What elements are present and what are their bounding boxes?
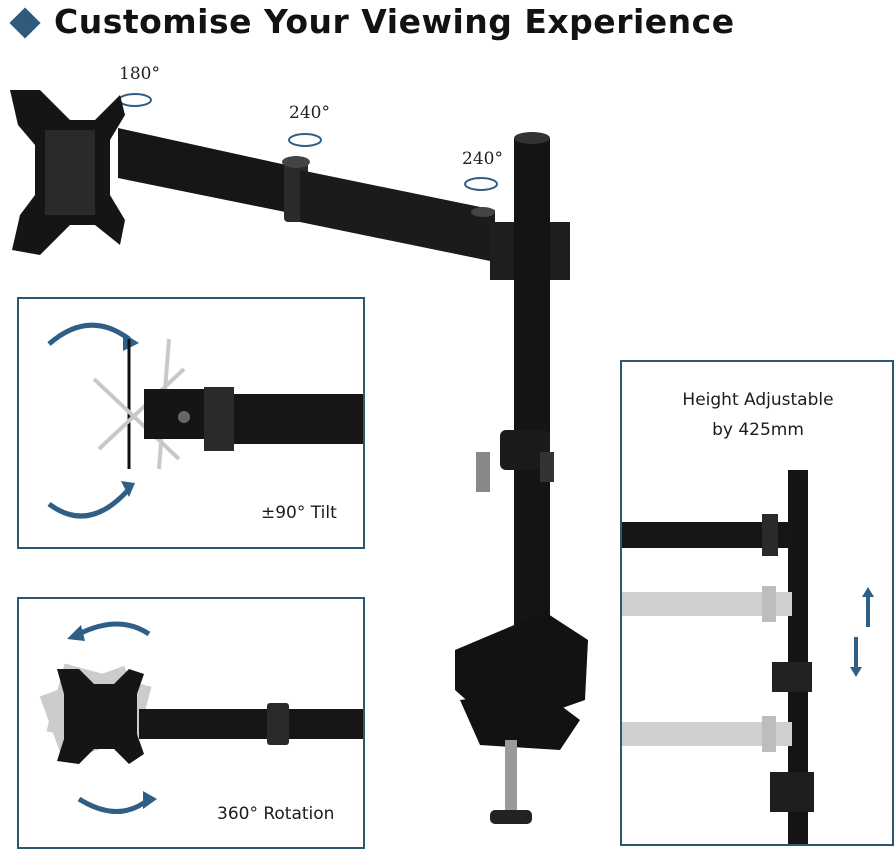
desk-clamp-base: [455, 612, 588, 824]
arm-segment-outer: [118, 128, 310, 222]
tilt-label: ±90° Tilt: [261, 503, 337, 523]
rotation-arrow-top-icon: [77, 621, 151, 637]
tilt-panel: ±90° Tilt: [17, 297, 365, 549]
page-title: Customise Your Viewing Experience: [54, 2, 735, 41]
arm-rotation-label: 240°: [289, 103, 330, 123]
height-collar: [476, 430, 554, 492]
height-label-line1: Height Adjustable: [682, 390, 834, 410]
height-panel: Height Adjustable by 425mm: [620, 360, 894, 846]
tilt-illustration: [47, 322, 363, 519]
page-header: Customise Your Viewing Experience: [0, 0, 894, 60]
vesa-rotation-label: 180°: [119, 64, 160, 84]
rotation-panel: 360° Rotation: [17, 597, 365, 849]
height-illustration: [622, 470, 874, 844]
tilt-arrow-bottom-icon: [47, 487, 131, 519]
pole-rotation-label: 240°: [462, 149, 503, 169]
rotation-illustration: [39, 621, 363, 814]
arm-segment-inner: [300, 170, 495, 262]
rotation-label: 360° Rotation: [217, 804, 335, 824]
pole: [514, 132, 550, 658]
vesa-plate: [10, 90, 125, 255]
rotation-arrow-bottom-icon: [77, 796, 151, 814]
tilt-arrow-top-icon: [47, 322, 131, 346]
height-arrow-icon: [850, 587, 874, 677]
height-label-line2: by 425mm: [712, 420, 804, 440]
